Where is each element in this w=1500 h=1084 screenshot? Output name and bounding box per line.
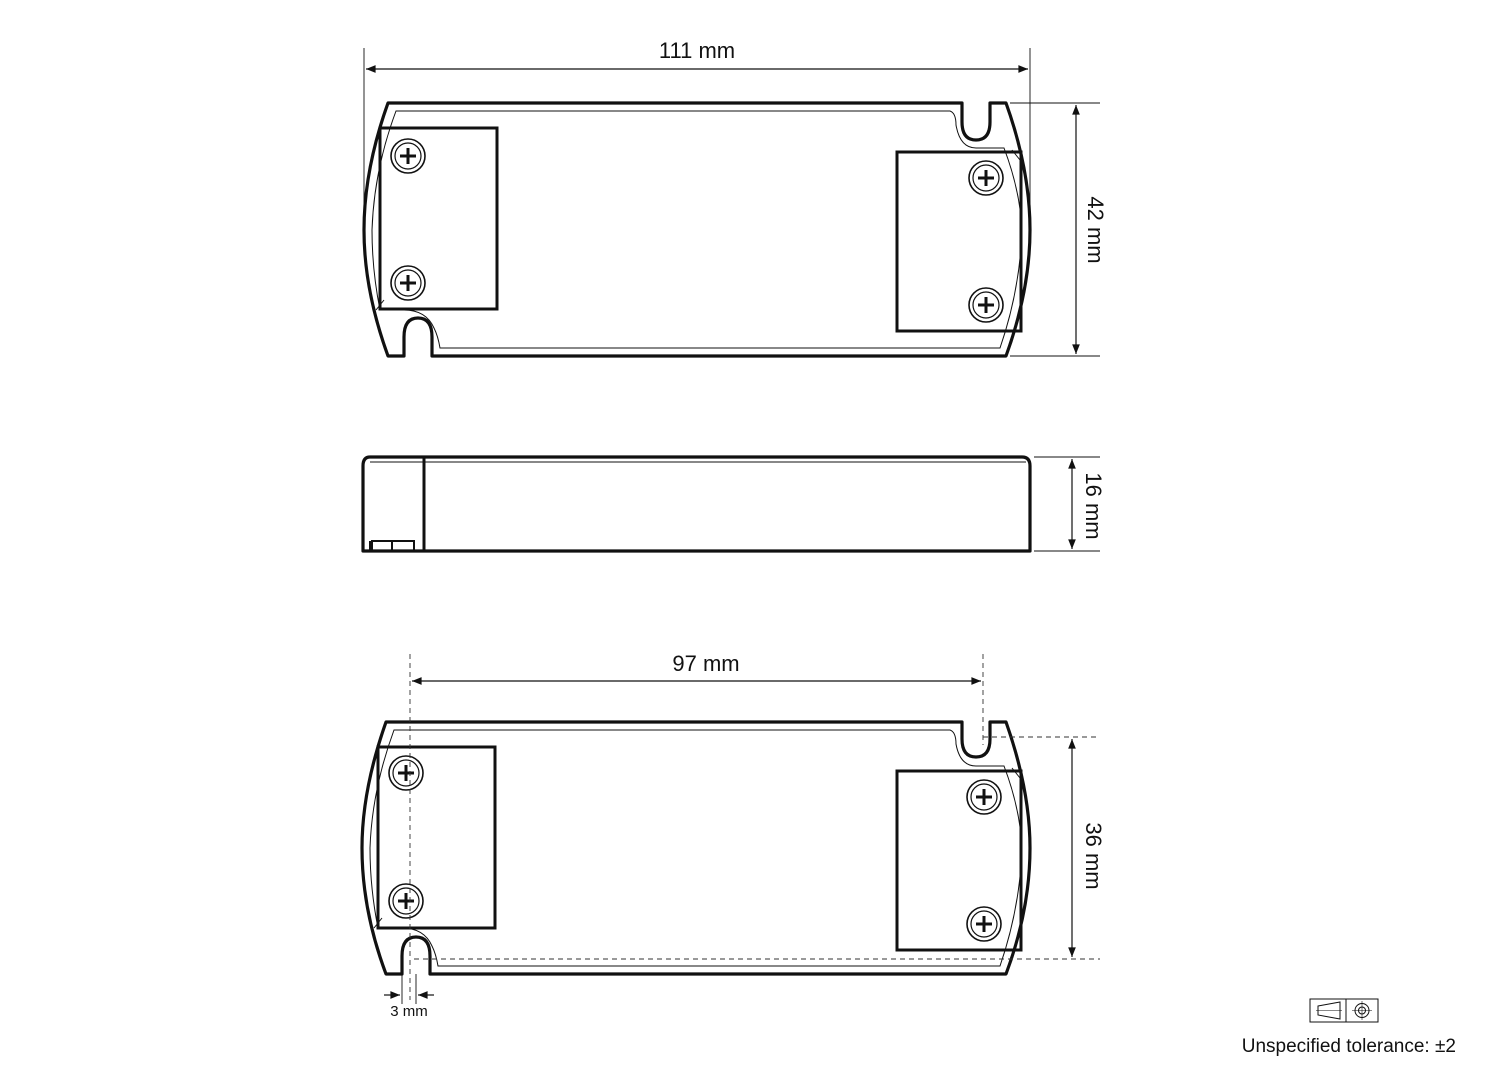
top-left-terminal-block [378, 126, 499, 311]
screw-icon [967, 159, 1005, 197]
bottom-view: 97 mm 36 mm 3 mm [360, 651, 1106, 1020]
screw-icon [389, 137, 427, 175]
screw-icon [389, 264, 427, 302]
screw-icon [965, 778, 1003, 816]
screw-icon [387, 754, 425, 792]
side-height-label: 16 mm [1081, 472, 1106, 539]
top-view-outline [362, 101, 1032, 358]
screw-icon [387, 882, 425, 920]
bottom-view-inner-outline [369, 729, 1023, 967]
first-angle-projection-icon [1309, 998, 1379, 1023]
side-view-outline [361, 455, 1032, 553]
bottom-left-terminal-block [376, 745, 497, 930]
bottom-hole-spacing-label: 97 mm [672, 651, 739, 676]
top-right-terminal-block [895, 150, 1023, 333]
screw-icon [967, 286, 1005, 324]
bottom-hole-span-label: 36 mm [1081, 822, 1106, 889]
top-length-label: 111 mm [659, 38, 735, 63]
side-view: 16 mm [361, 455, 1106, 553]
tolerance-note: Unspecified tolerance: ±2 [1242, 1036, 1456, 1057]
top-view: 111 mm 42 mm [362, 38, 1108, 358]
bottom-view-outline [360, 720, 1032, 976]
top-view-inner-outline [371, 110, 1023, 349]
screw-icon [965, 905, 1003, 943]
slot-width-label: 3 mm [390, 1003, 428, 1020]
top-width-label: 42 mm [1083, 196, 1108, 263]
bottom-right-terminal-block [895, 769, 1023, 952]
